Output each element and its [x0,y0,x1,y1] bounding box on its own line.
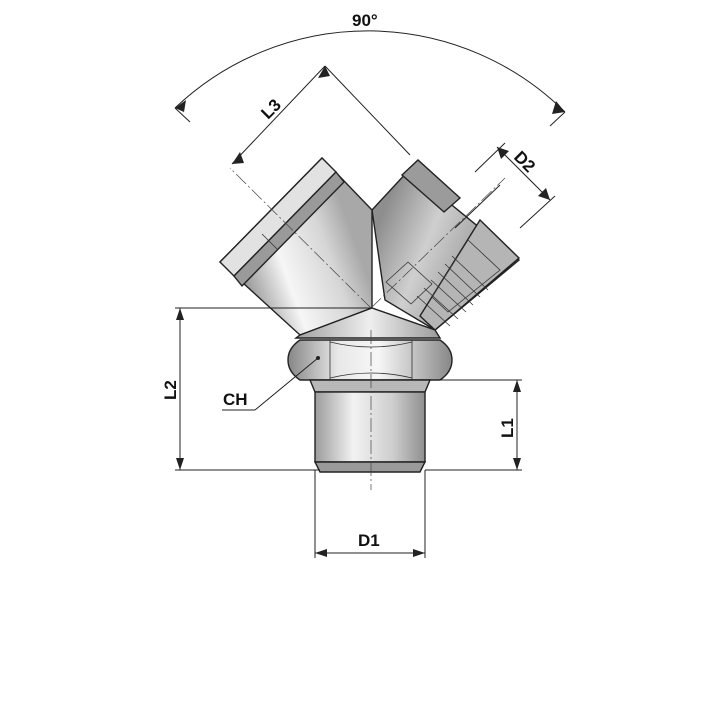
male-thread [308,379,432,473]
l1-label: L1 [498,418,517,438]
ch-label: CH [223,390,248,409]
left-arm [218,156,373,336]
d1-label: D1 [358,531,380,550]
fitting-body [218,156,521,473]
l2-label: L2 [161,380,180,400]
l3-label: L3 [257,95,284,122]
dimension-labels: 90° L3 D2 L2 CH L1 D1 [161,11,539,550]
dimension-lines [174,30,566,558]
d2-label: D2 [510,147,539,176]
angle-label: 90° [352,11,378,30]
transition-cone [293,307,442,339]
hex-nut [287,339,453,381]
center-lines [229,167,506,490]
right-arm [371,159,521,331]
